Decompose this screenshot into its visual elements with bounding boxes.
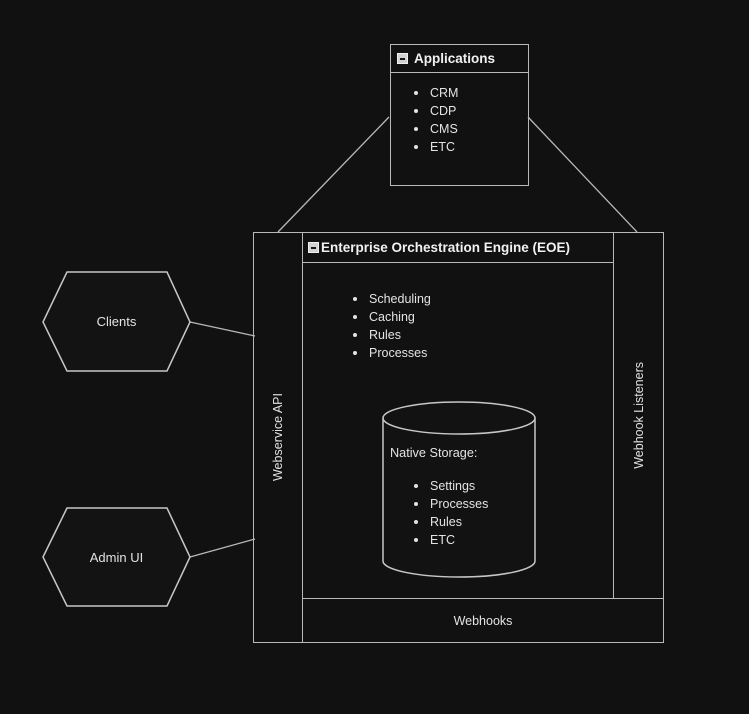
webhooks-label: Webhooks xyxy=(453,613,513,628)
connector-admin-ui xyxy=(189,538,256,558)
clients-node: Clients xyxy=(43,272,190,371)
connector-applications-right xyxy=(527,116,638,233)
list-item: Processes xyxy=(353,344,431,362)
applications-header: Applications xyxy=(391,45,528,73)
clients-label: Clients xyxy=(96,314,137,329)
list-item: Processes xyxy=(414,495,488,513)
applications-box: Applications CRM CDP CMS ETC xyxy=(390,44,529,186)
webservice-api-rail: Webservice API xyxy=(254,233,302,642)
list-item: Settings xyxy=(414,477,488,495)
minus-glyph xyxy=(400,57,405,60)
applications-title: Applications xyxy=(414,51,496,66)
native-storage-label: Native Storage: xyxy=(390,446,478,460)
eoe-header: Enterprise Orchestration Engine (EOE) xyxy=(303,233,613,262)
admin-ui-label: Admin UI xyxy=(89,550,144,565)
list-item: ETC xyxy=(414,531,488,549)
native-storage-list: Settings Processes Rules ETC xyxy=(414,477,488,549)
connector-clients xyxy=(189,321,256,337)
list-item: Caching xyxy=(353,308,431,326)
connector-applications-left xyxy=(277,116,390,233)
list-item: Scheduling xyxy=(353,290,431,308)
collapse-minus-icon[interactable] xyxy=(308,242,319,253)
eoe-title: Enterprise Orchestration Engine (EOE) xyxy=(321,240,571,255)
webhook-listeners-rail: Webhook Listeners xyxy=(614,233,663,598)
left-rail-divider xyxy=(302,233,303,642)
list-item: Rules xyxy=(414,513,488,531)
webhooks-strip: Webhooks xyxy=(303,599,663,642)
minus-glyph xyxy=(311,246,316,249)
list-item: Rules xyxy=(353,326,431,344)
eoe-header-divider xyxy=(303,262,613,263)
applications-list: CRM CDP CMS ETC xyxy=(414,84,528,156)
admin-ui-node: Admin UI xyxy=(43,508,190,607)
list-item: CMS xyxy=(414,120,528,138)
list-item: ETC xyxy=(414,138,528,156)
eoe-outer-box xyxy=(253,232,664,643)
list-item: CRM xyxy=(414,84,528,102)
list-item: CDP xyxy=(414,102,528,120)
webservice-api-label: Webservice API xyxy=(271,393,285,482)
webhook-listeners-label: Webhook Listeners xyxy=(631,362,646,469)
eoe-feature-list: Scheduling Caching Rules Processes xyxy=(353,290,431,362)
right-rail-divider xyxy=(613,233,614,598)
collapse-minus-icon[interactable] xyxy=(397,53,408,64)
webhooks-strip-divider xyxy=(303,598,663,599)
